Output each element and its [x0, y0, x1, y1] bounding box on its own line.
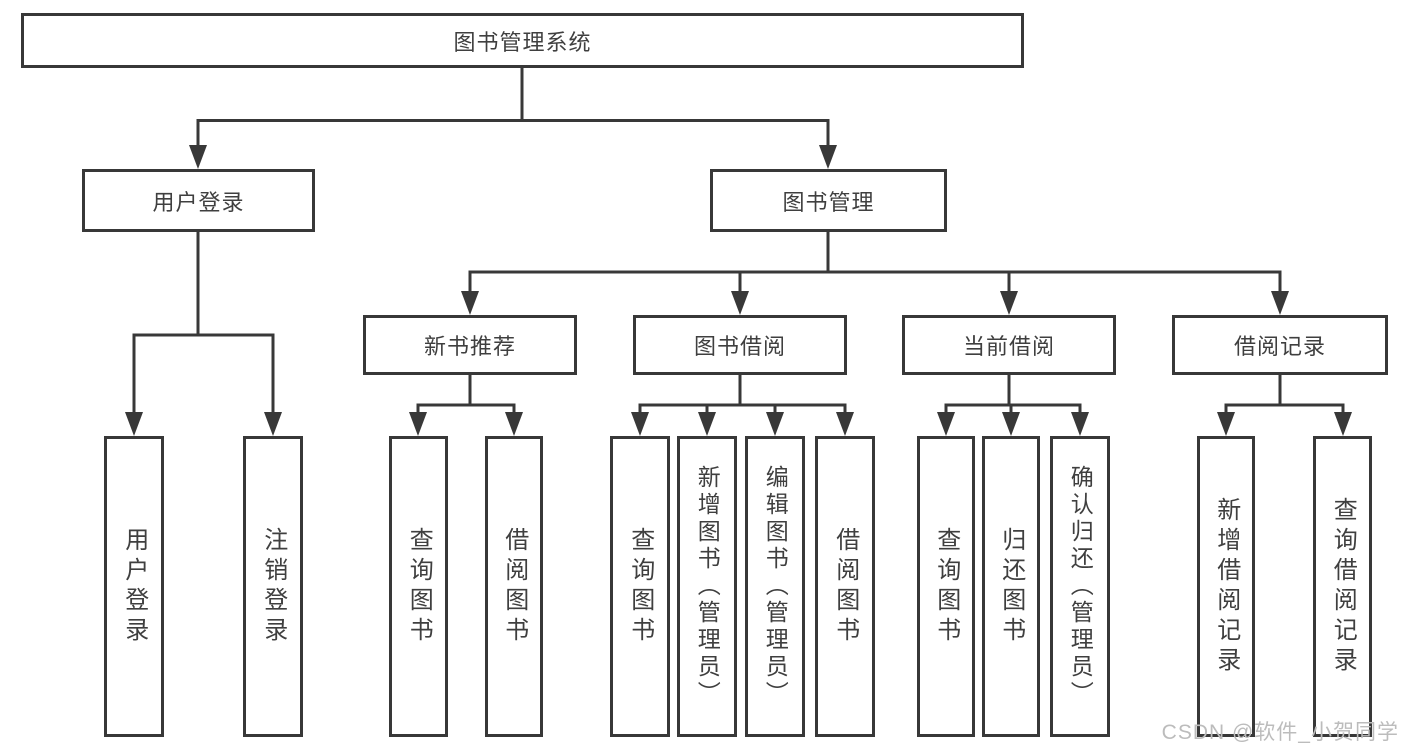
node-leaf-borrow-books: 借阅图书 [815, 436, 875, 737]
node-label: 归还图书 [997, 526, 1025, 647]
node-label: 用户登录 [120, 526, 148, 647]
node-leaf-return-books: 归还图书 [982, 436, 1040, 737]
node-borrowing-records: 借阅记录 [1172, 315, 1388, 375]
node-label: 查询图书 [626, 526, 654, 647]
connector-current-borrowing-to-leaves [937, 375, 1089, 436]
node-label: 借阅图书 [831, 526, 859, 647]
node-leaf-add-borrow-record: 新增借阅记录 [1197, 436, 1255, 737]
node-label: 新书推荐 [423, 334, 516, 359]
node-book-management-system: 图书管理系统 [21, 13, 1024, 68]
node-label: 新增借阅记录 [1212, 496, 1240, 677]
node-label: 借阅图书 [500, 526, 528, 647]
csdn-watermark: CSDN @软件_小贺同学 [1161, 721, 1399, 744]
connector-new-book-recommendation-to-leaves [409, 375, 523, 436]
node-leaf-borrow-books-recommend: 借阅图书 [485, 436, 543, 737]
node-leaf-query-books-current: 查询图书 [917, 436, 975, 737]
node-label: 编辑图书（管理员） [762, 465, 789, 708]
node-leaf-query-books-recommend: 查询图书 [389, 436, 448, 737]
node-label: 图书管理系统 [453, 29, 592, 55]
connector-user-login-to-leaves [125, 232, 282, 436]
node-leaf-edit-books-admin: 编辑图书（管理员） [745, 436, 805, 737]
node-label: 注销登录 [259, 526, 287, 647]
connector-borrowing-records-to-leaves [1217, 375, 1352, 436]
node-label: 借阅记录 [1233, 334, 1326, 359]
node-leaf-query-books-borrowing: 查询图书 [610, 436, 670, 737]
node-user-login: 用户登录 [82, 169, 315, 232]
node-label: 查询图书 [405, 526, 433, 647]
node-label: 确认归还（管理员） [1067, 465, 1094, 708]
node-label: 查询图书 [932, 526, 960, 647]
connector-book-borrowing-to-leaves [631, 375, 854, 436]
node-leaf-logout: 注销登录 [243, 436, 303, 737]
node-label: 图书借阅 [693, 334, 786, 359]
connector-root-to-level2 [189, 68, 837, 169]
node-leaf-confirm-return-admin: 确认归还（管理员） [1050, 436, 1110, 737]
node-book-management: 图书管理 [710, 169, 947, 232]
connector-book-management-to-level3 [461, 232, 1289, 315]
node-label: 新增图书（管理员） [694, 465, 721, 708]
node-label: 查询借阅记录 [1329, 496, 1357, 677]
node-leaf-query-borrow-record: 查询借阅记录 [1313, 436, 1372, 737]
node-label: 用户登录 [152, 189, 245, 215]
node-new-book-recommendation: 新书推荐 [363, 315, 577, 375]
node-label: 图书管理 [782, 189, 875, 215]
node-leaf-user-login: 用户登录 [104, 436, 164, 737]
node-current-borrowing: 当前借阅 [902, 315, 1116, 375]
node-book-borrowing: 图书借阅 [633, 315, 847, 375]
node-leaf-add-books-admin: 新增图书（管理员） [677, 436, 737, 737]
node-label: 当前借阅 [962, 334, 1055, 359]
